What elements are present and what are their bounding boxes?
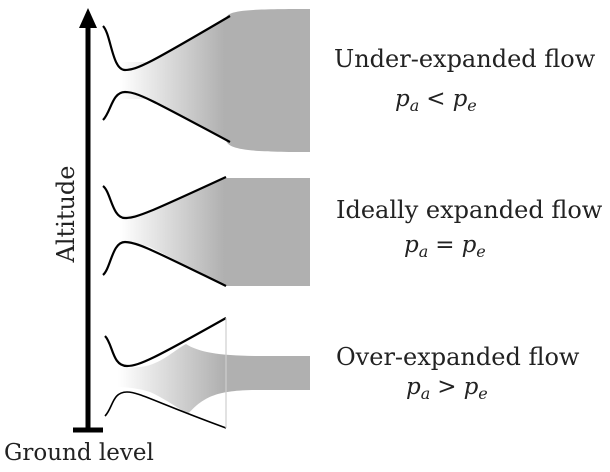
- formula-rhs: p: [463, 374, 479, 400]
- formula-relation: >: [437, 374, 457, 400]
- formula-rhs-subscript: e: [467, 96, 477, 115]
- nozzle-formula-ideal: pa=pe: [404, 232, 486, 261]
- formula-lhs-subscript: a: [418, 242, 429, 261]
- nozzle-over-expanded: [104, 317, 310, 429]
- nozzle-wall-lower: [102, 240, 227, 287]
- formula-rhs: p: [452, 86, 468, 112]
- nozzle-wall-upper: [104, 317, 227, 368]
- nozzle-wall-lower: [102, 90, 231, 143]
- altitude-label: Altitude: [52, 165, 80, 263]
- formula-lhs: p: [395, 86, 410, 112]
- nozzle-wall-upper: [102, 15, 231, 72]
- nozzle-title-ideal: Ideally expanded flow: [336, 196, 603, 224]
- arrow-up-icon: [79, 8, 97, 28]
- nozzle-ideally-expanded: [102, 176, 310, 287]
- nozzle-title-under: Under-expanded flow: [334, 45, 596, 73]
- plume-under-expanded: [120, 9, 310, 152]
- nozzle-wall-upper: [102, 176, 227, 220]
- formula-relation: =: [435, 232, 455, 258]
- nozzle-wall-lower: [104, 391, 227, 429]
- formula-rhs: p: [461, 232, 477, 258]
- formula-lhs: p: [406, 374, 421, 400]
- formula-relation: <: [426, 86, 446, 112]
- nozzle-formula-under: pa<pe: [395, 86, 477, 115]
- formula-rhs-subscript: e: [478, 384, 488, 403]
- nozzle-title-over: Over-expanded flow: [336, 343, 580, 371]
- formula-lhs: p: [404, 232, 419, 258]
- ground-level-label: Ground level: [4, 440, 154, 466]
- formula-lhs-subscript: a: [420, 384, 431, 403]
- plume-ideally-expanded: [120, 178, 310, 286]
- formula-rhs-subscript: e: [476, 242, 486, 261]
- formula-lhs-subscript: a: [409, 96, 420, 115]
- nozzle-formula-over: pa>pe: [406, 374, 488, 403]
- plume-over-expanded: [118, 344, 310, 414]
- nozzle-under-expanded: [102, 9, 310, 152]
